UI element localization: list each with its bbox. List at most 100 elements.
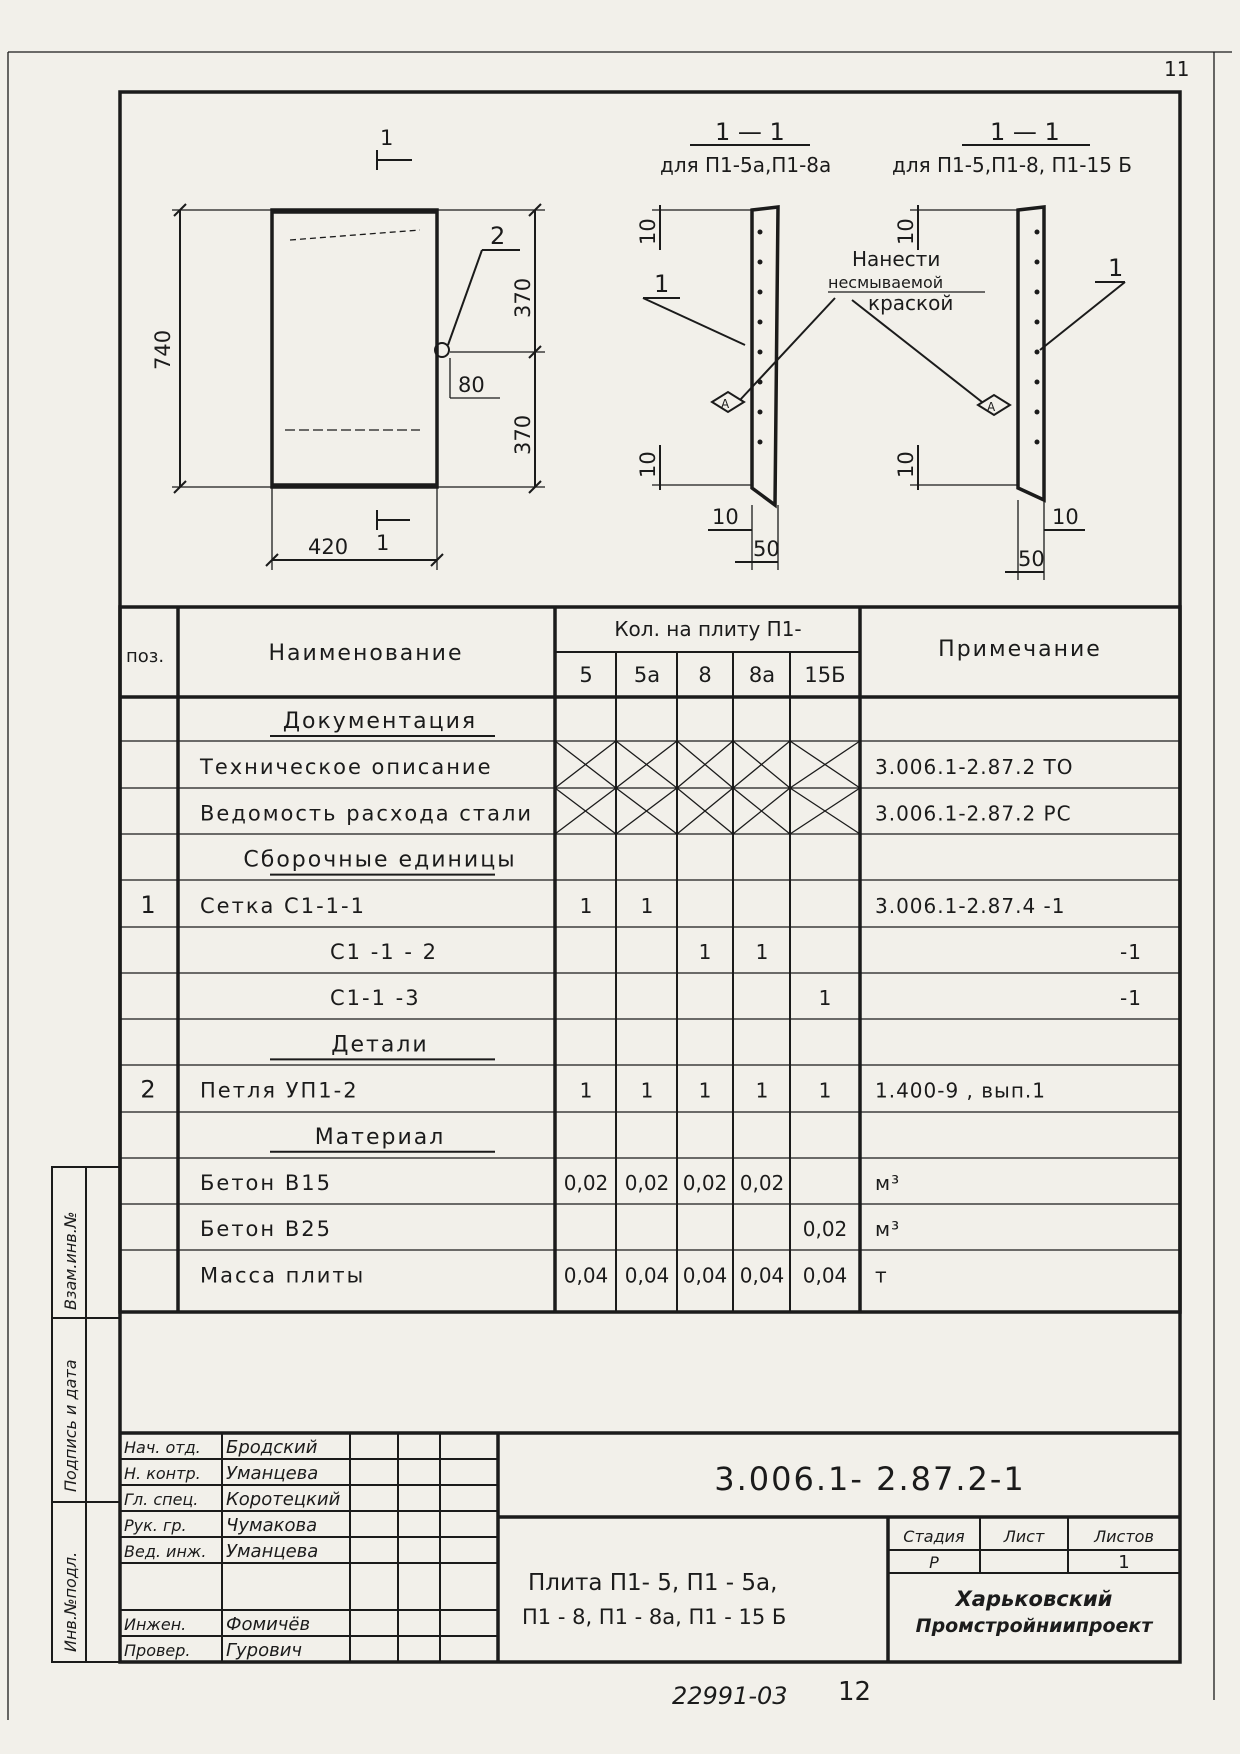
row-quantity: 1 (641, 894, 654, 918)
row-quantity: 0,04 (625, 1263, 670, 1287)
section-left-title: 1 — 1 (715, 118, 785, 146)
row-note: м³ (875, 1171, 900, 1195)
section-left-marker: A (721, 397, 730, 411)
section-view-left: 1 — 1 для П1-5а,П1-8а 10 10 10 50 1 A (636, 118, 831, 570)
paint-note-line-2: несмываемой (828, 273, 943, 292)
row-name: Сетка С1-1-1 (200, 894, 366, 918)
spec-table: поз. Наименование Кол. на плиту П1- Прим… (118, 605, 1182, 1314)
paint-note-line-1: Нанести (852, 247, 940, 271)
archive-number: 22991-03 (672, 1682, 788, 1710)
section-left-position: 1 (654, 270, 669, 298)
dim-loop-offset: 80 (458, 373, 485, 397)
row-quantity: 0,04 (803, 1263, 848, 1287)
sheets-value: 1 (1118, 1552, 1129, 1573)
cut-mark-bottom: 1 (376, 531, 389, 555)
row-position: 2 (140, 1076, 155, 1104)
row-name: Ведомость расхода стали (200, 801, 533, 825)
signer-name: Чумакова (226, 1515, 317, 1536)
row-name: Техническое описание (199, 755, 493, 779)
section-left-subtitle: для П1-5а,П1-8а (660, 153, 831, 177)
org-line-2: Промстройниипроект (916, 1615, 1154, 1637)
dim-upper-half: 370 (511, 278, 535, 318)
row-quantity: 1 (580, 1079, 593, 1103)
row-note: м³ (875, 1217, 900, 1241)
signer-role: Нач. отд. (124, 1438, 201, 1457)
row-note: -1 (1120, 986, 1142, 1010)
signer-role: Н. контр. (124, 1464, 201, 1483)
row-quantity: 0,04 (740, 1263, 785, 1287)
dim-lower-half: 370 (511, 415, 535, 455)
signer-role: Инжен. (124, 1615, 186, 1634)
section-left-dim-bottom: 10 (636, 451, 660, 478)
row-quantity: 1 (699, 1079, 712, 1103)
row-quantity: 0,02 (683, 1171, 728, 1195)
org-line-1: Харьковский (954, 1587, 1113, 1611)
signer-name: Фомичёв (226, 1614, 310, 1635)
section-right-dim-bottom: 10 (894, 451, 918, 478)
signer-name: Уманцева (226, 1541, 318, 1562)
header-note: Примечание (938, 637, 1102, 662)
row-quantity: 1 (641, 1079, 654, 1103)
row-name: Бетон В25 (200, 1217, 332, 1241)
section-left-dim-width: 50 (753, 537, 780, 561)
qty-col-5a: 5а (634, 663, 660, 687)
signer-name: Бродский (226, 1437, 318, 1458)
row-quantity: 0,04 (564, 1263, 609, 1287)
signer-name: Коротецкий (226, 1489, 341, 1510)
signer-role: Рук. гр. (124, 1516, 187, 1535)
sheet-label: Лист (1003, 1527, 1045, 1546)
paint-note-line-3: краской (868, 291, 953, 315)
section-left-dim-side: 10 (712, 505, 739, 529)
qty-col-8a: 8а (749, 663, 775, 687)
section-right-dim-width: 50 (1018, 547, 1045, 571)
signer-role: Гл. спец. (124, 1490, 198, 1509)
row-quantity: 0,02 (625, 1171, 670, 1195)
stage-label: Стадия (903, 1527, 965, 1546)
signer-name: Уманцева (226, 1463, 318, 1484)
side-stamp-inv: Инв.№подл. (61, 1552, 80, 1652)
side-stamp: Инв.№подл. Подпись и дата Взам.инв.№ (51, 1166, 121, 1663)
row-name: С1-1 -3 (330, 986, 421, 1010)
qty-col-8: 8 (698, 663, 711, 687)
row-quantity: 1 (580, 894, 593, 918)
section-right-dim-top: 10 (894, 218, 918, 245)
section-heading: Сборочные единицы (243, 848, 516, 873)
not-applicable-crosses (554, 740, 861, 835)
plan-view: 1 1 740 420 370 370 80 2 (151, 126, 545, 570)
row-note: -1 (1120, 940, 1142, 964)
sheets-label: Листов (1093, 1527, 1154, 1546)
row-note: т (875, 1263, 888, 1287)
page-number: 12 (838, 1677, 871, 1707)
header-pos: поз. (126, 646, 164, 667)
section-right-dim-side: 10 (1052, 505, 1079, 529)
header-name: Наименование (269, 641, 464, 666)
qty-col-15b: 15Б (804, 663, 845, 687)
dim-width: 420 (308, 535, 348, 559)
section-heading: Документация (283, 709, 477, 734)
header-qty-group: Кол. на плиту П1- (614, 617, 801, 641)
row-name: С1 -1 - 2 (330, 940, 438, 964)
lifting-loop (434, 342, 450, 358)
title-line-1: Плита П1- 5, П1 - 5а, (528, 1570, 777, 1596)
section-right-title: 1 — 1 (990, 118, 1060, 146)
row-note: 3.006.1-2.87.2 РС (875, 801, 1072, 825)
section-right-position: 1 (1108, 254, 1123, 282)
row-quantity: 0,02 (564, 1171, 609, 1195)
row-quantity: 0,02 (740, 1171, 785, 1195)
section-right-marker: A (987, 400, 996, 414)
row-note: 3.006.1-2.87.4 -1 (875, 894, 1065, 918)
signer-role: Вед. инж. (124, 1542, 206, 1561)
section-heading: Детали (331, 1032, 428, 1057)
paint-note: Нанести несмываемой краской (739, 247, 985, 403)
row-name: Бетон В15 (200, 1171, 332, 1195)
row-quantity: 0,04 (683, 1263, 728, 1287)
row-quantity: 1 (756, 940, 769, 964)
section-view-right: 1 — 1 для П1-5,П1-8, П1-15 Б 10 10 10 50… (892, 118, 1132, 580)
row-name: Петля УП1-2 (200, 1079, 359, 1103)
row-quantity: 1 (819, 986, 832, 1010)
row-quantity: 1 (819, 1079, 832, 1103)
row-quantity: 1 (699, 940, 712, 964)
